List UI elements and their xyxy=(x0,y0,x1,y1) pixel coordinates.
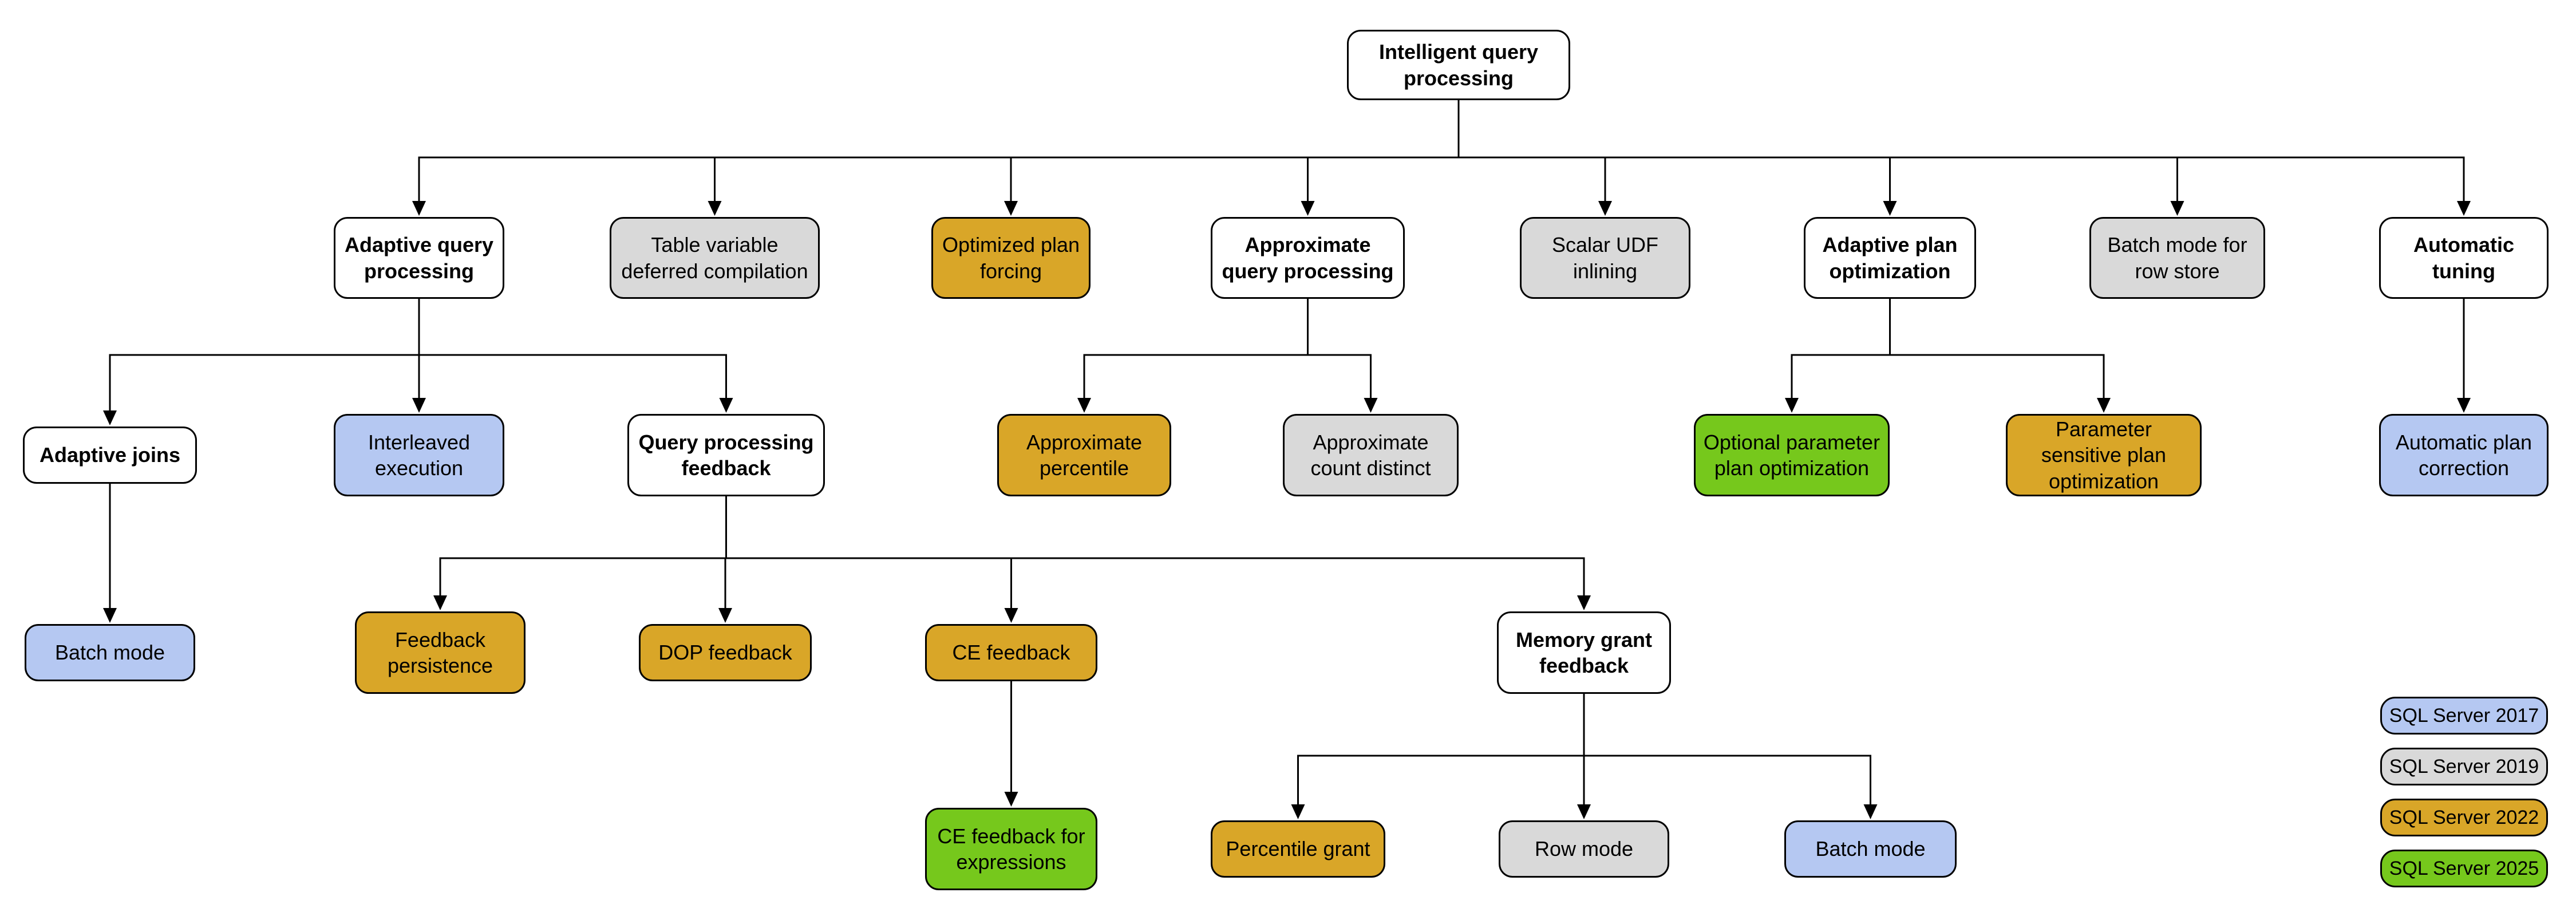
node-parameter-sensitive-plan-optimization: Parameter sensitive plan optimization xyxy=(2006,414,2202,496)
node-batch-mode-memory-grant: Batch mode xyxy=(1784,820,1957,878)
legend-item-sql-server-2017: SQL Server 2017 xyxy=(2380,697,2548,735)
node-query-processing-feedback: Query processing feedback xyxy=(627,414,825,496)
node-percentile-grant: Percentile grant xyxy=(1211,820,1385,878)
node-approximate-count-distinct: Approximate count distinct xyxy=(1283,414,1459,496)
node-row-mode: Row mode xyxy=(1499,820,1669,878)
node-memory-grant-feedback: Memory grant feedback xyxy=(1497,611,1671,694)
node-ce-feedback-for-expressions: CE feedback for expressions xyxy=(925,808,1097,890)
legend-item-sql-server-2019: SQL Server 2019 xyxy=(2380,748,2548,785)
node-adaptive-plan-optimization: Adaptive plan optimization xyxy=(1804,217,1976,299)
node-automatic-plan-correction: Automatic plan correction xyxy=(2379,414,2549,496)
node-automatic-tuning: Automatic tuning xyxy=(2379,217,2549,299)
node-ce-feedback: CE feedback xyxy=(925,624,1097,681)
node-intelligent-query-processing: Intelligent query processing xyxy=(1347,30,1570,100)
node-adaptive-joins: Adaptive joins xyxy=(23,427,197,484)
legend-item-sql-server-2022: SQL Server 2022 xyxy=(2380,799,2548,836)
node-interleaved-execution: Interleaved execution xyxy=(334,414,504,496)
node-batch-mode-adaptive-joins: Batch mode xyxy=(25,624,195,681)
node-table-variable-deferred-compilation: Table variable deferred compilation xyxy=(610,217,820,299)
legend-item-sql-server-2025: SQL Server 2025 xyxy=(2380,850,2548,887)
node-optional-parameter-plan-optimization: Optional parameter plan optimization xyxy=(1694,414,1890,496)
node-feedback-persistence: Feedback persistence xyxy=(355,611,526,694)
node-batch-mode-for-row-store: Batch mode for row store xyxy=(2089,217,2265,299)
node-dop-feedback: DOP feedback xyxy=(639,624,812,681)
node-optimized-plan-forcing: Optimized plan forcing xyxy=(931,217,1091,299)
node-approximate-percentile: Approximate percentile xyxy=(997,414,1171,496)
node-scalar-udf-inlining: Scalar UDF inlining xyxy=(1520,217,1690,299)
node-approximate-query-processing: Approximate query processing xyxy=(1211,217,1405,299)
node-adaptive-query-processing: Adaptive query processing xyxy=(334,217,504,299)
